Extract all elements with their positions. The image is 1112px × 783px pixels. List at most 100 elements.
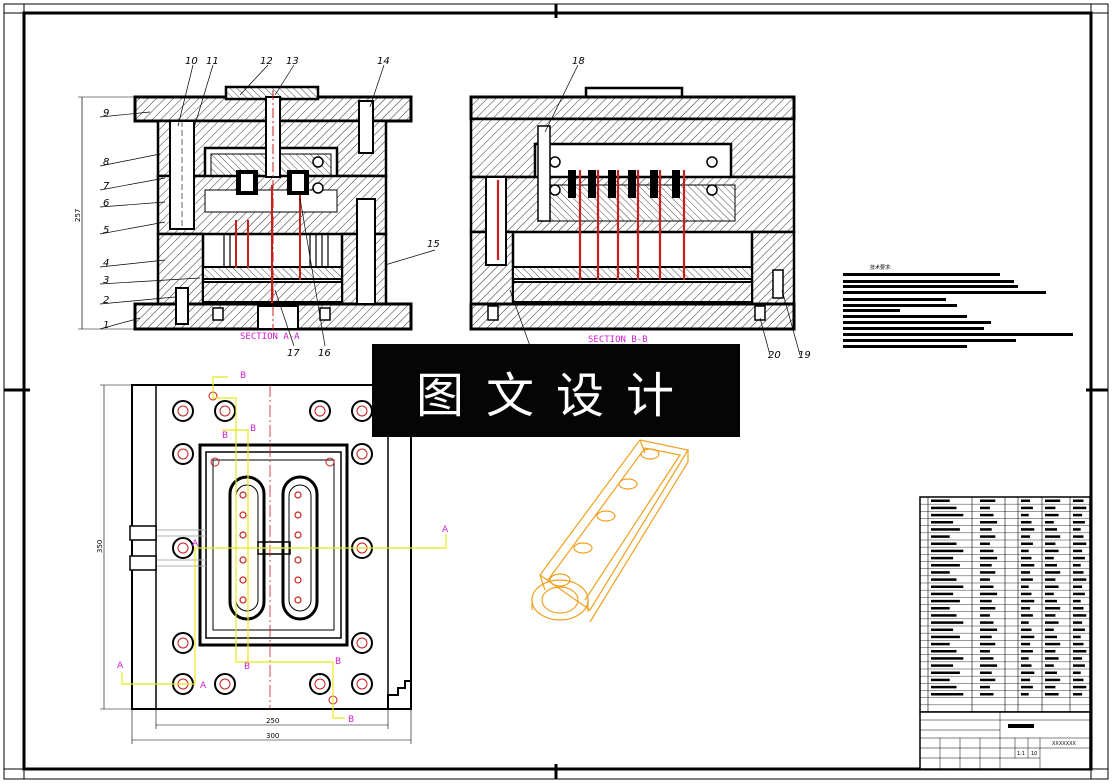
bom-cell-text xyxy=(1021,657,1029,660)
bom-cell-text xyxy=(1045,678,1061,682)
bom-cell-text xyxy=(1045,642,1061,646)
part-label-4: 4 xyxy=(103,258,109,269)
bom-cell-text xyxy=(980,535,996,538)
bom-cell-text xyxy=(1073,571,1084,574)
bom-cell-text xyxy=(1073,678,1084,682)
bom-cell-text xyxy=(1045,607,1061,610)
bom-cell-text xyxy=(1073,607,1084,610)
part-label-6: 6 xyxy=(103,198,109,209)
bom-cell-text xyxy=(980,528,992,531)
bom-cell-text xyxy=(1045,499,1061,503)
bom-cell-text xyxy=(1021,578,1033,581)
bom-cell-text xyxy=(1073,506,1087,510)
bom-cell-text xyxy=(1073,556,1085,560)
bom-cell-text xyxy=(980,657,994,660)
bom-cell-text xyxy=(1045,549,1059,553)
bom-cell-text xyxy=(1073,599,1081,603)
bom-cell-text xyxy=(931,678,950,682)
bom-cell-text xyxy=(980,499,996,503)
bom-cell-text xyxy=(1045,571,1061,574)
bom-cell-text xyxy=(1021,521,1032,524)
part-label-5: 5 xyxy=(103,225,109,236)
bom-cell-text xyxy=(1045,542,1056,546)
section-marker-a-inner: A xyxy=(192,539,199,549)
bom-cell-text xyxy=(1021,607,1031,610)
title-block: XXXXXXX 1:1 10 xyxy=(919,711,1091,770)
bom-cell-text xyxy=(1045,628,1054,632)
bom-cell-text xyxy=(1073,585,1083,589)
bom-cell-text xyxy=(980,564,992,567)
bom-cell-text xyxy=(931,657,964,660)
part-label-7: 7 xyxy=(103,181,110,192)
bom-cell-text xyxy=(1021,614,1033,617)
bom-cell-text xyxy=(980,621,994,624)
bom-cell-text xyxy=(980,650,990,653)
part-label-3: 3 xyxy=(103,275,109,286)
bom-cell-text xyxy=(1045,650,1056,653)
section-label-b-b: SECTION B-B xyxy=(588,335,648,345)
bom-cell-text xyxy=(1073,693,1083,696)
part-label-13: 13 xyxy=(286,56,299,67)
bom-cell-text xyxy=(1045,614,1056,617)
bom-cell-text xyxy=(931,556,954,560)
bom-cell-text xyxy=(980,513,994,517)
bom-cell-text xyxy=(980,506,990,510)
bom-cell-text xyxy=(931,614,957,617)
bom-cell-text xyxy=(980,614,990,617)
bom-cell-text xyxy=(1021,535,1031,538)
part-label-17: 17 xyxy=(287,348,300,359)
bom-cell-text xyxy=(1073,592,1085,596)
bom-cell-text xyxy=(931,685,957,689)
bom-cell-text xyxy=(931,528,960,531)
bom-cell-text xyxy=(980,592,998,596)
section-label-a-a: SECTION A-A xyxy=(240,332,300,342)
bom-cell-text xyxy=(931,642,950,646)
bom-cell-text xyxy=(1045,693,1059,696)
bom-cell-text xyxy=(931,621,964,624)
bom-cell-text xyxy=(980,671,992,675)
bom-cell-text xyxy=(1021,671,1035,675)
bom-cell-text xyxy=(1045,528,1057,531)
bom-cell-text xyxy=(1045,506,1056,510)
section-marker-b-inner: B xyxy=(250,424,256,434)
bom-cell-text xyxy=(1021,571,1031,574)
bom-cell-text xyxy=(931,521,954,524)
bom-cell-text xyxy=(931,506,957,510)
bom-cell-text xyxy=(980,599,992,603)
bom-cell-text xyxy=(931,564,960,567)
bom-cell-text xyxy=(1073,621,1083,624)
bom-cell-text xyxy=(1021,599,1035,603)
bom-cell-text xyxy=(980,693,994,696)
bom-cell-text xyxy=(931,571,950,574)
bom-cell-text xyxy=(1045,556,1054,560)
bom-cell-text xyxy=(1021,513,1029,517)
bom-cell-text xyxy=(980,585,994,589)
part-label-14: 14 xyxy=(377,56,390,67)
bom-cell-text xyxy=(931,599,960,603)
watermark-text: 图文设计 xyxy=(415,367,696,424)
bom-cell-text xyxy=(1073,657,1083,660)
bom-cell-text xyxy=(931,635,960,639)
section-a-a-view xyxy=(78,64,436,347)
bom-cell-text xyxy=(1073,685,1087,689)
bom-cell-text xyxy=(931,628,954,632)
bom-cell-text xyxy=(931,513,964,517)
section-marker-b-lower: B xyxy=(244,662,250,672)
bom-cell-text xyxy=(931,499,950,503)
bom-cell-text xyxy=(1045,664,1054,667)
bom-cell-text xyxy=(1045,564,1057,567)
bom-cell-text xyxy=(931,693,964,696)
bom-cell-text xyxy=(980,607,996,610)
bom-cell-text xyxy=(1073,535,1084,538)
bom-cell-text xyxy=(1045,599,1057,603)
bom-cell-text xyxy=(1073,542,1087,546)
bom-cell-text xyxy=(980,635,992,639)
bom-cell-text xyxy=(980,628,998,632)
bom-cell-text xyxy=(1045,585,1059,589)
dimension-width-outer: 300 xyxy=(266,732,279,740)
section-marker-b-upper: B xyxy=(222,431,228,441)
section-marker-a-right: A xyxy=(442,525,449,535)
bom-cell-text xyxy=(931,650,957,653)
bom-cell-text xyxy=(1021,592,1032,596)
